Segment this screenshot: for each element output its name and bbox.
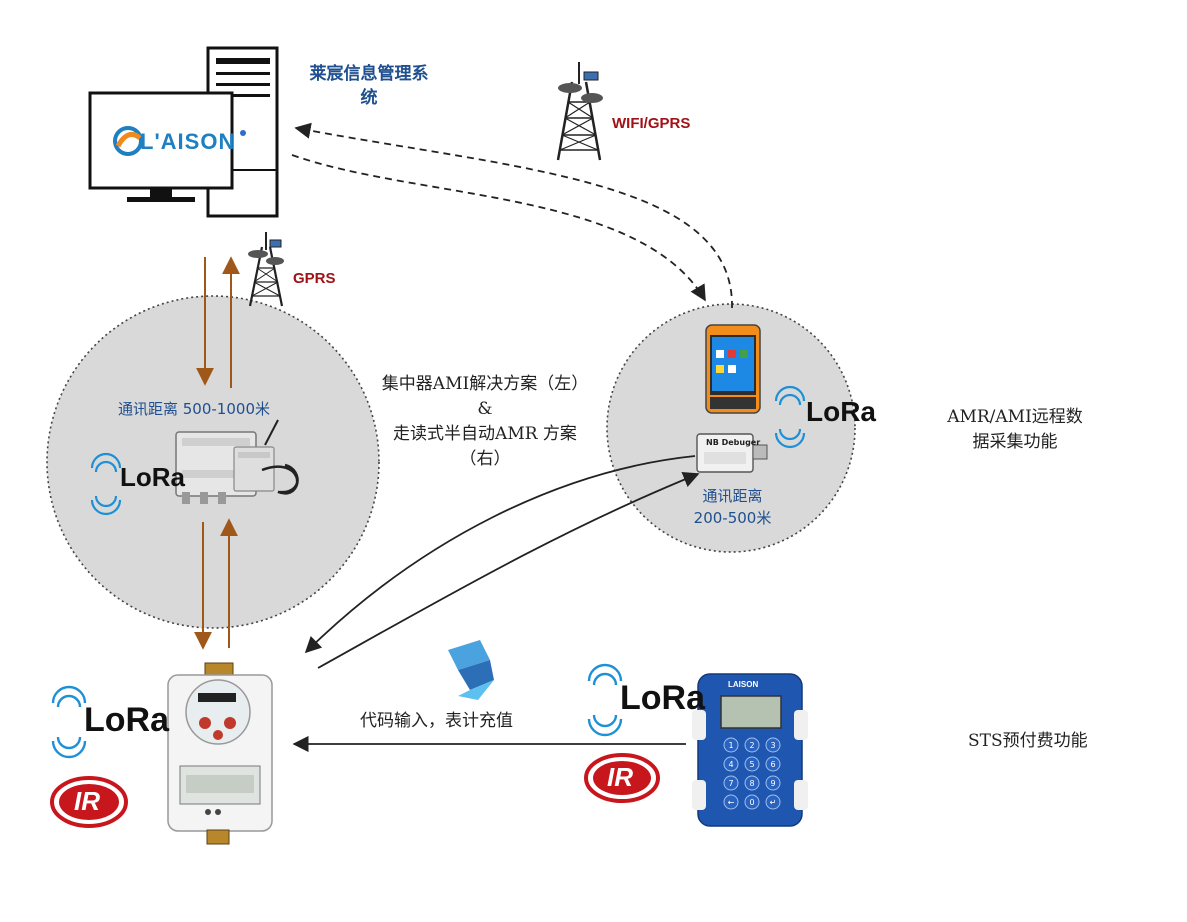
lora-wave-icon (90, 452, 122, 516)
solution-line3: 走读式半自动AMR 方案 (393, 424, 577, 444)
keypad-key (723, 756, 739, 772)
dashed-arrow-to-server (294, 122, 733, 309)
keypad-key-label: ↵ (770, 798, 777, 807)
water-meter-icon (167, 662, 273, 845)
lora-label-meter: LoRa (84, 701, 169, 739)
system-title-line1: 莱宸信息管理系 (309, 64, 429, 84)
system-title: 莱宸信息管理系 统 (285, 62, 453, 110)
keypad-key (723, 737, 739, 753)
meter-to-debugger-arrow (317, 471, 700, 669)
wifi-gprs-tower-icon (556, 62, 603, 161)
ir-label-keypad: IR (607, 762, 633, 792)
debugger-to-meter-arrow (304, 455, 696, 654)
handheld-terminal-icon (705, 324, 761, 414)
brand-logo-text: L'AISON (140, 129, 236, 154)
nb-debugger-device-icon (696, 433, 768, 473)
keypad-key-label: 2 (749, 741, 754, 750)
keypad-key (744, 756, 760, 772)
keypad-key-label: ← (728, 798, 735, 807)
sts-feature-label: STS预付费功能 (968, 731, 1088, 751)
ir-label-meter: IR (74, 786, 100, 816)
lora-wave-icon (51, 685, 87, 759)
keypad-key (723, 775, 739, 791)
lora-wave-icon (774, 385, 806, 449)
keypad-key (765, 775, 781, 791)
handheld-distance-line2: 200-500米 (693, 509, 772, 527)
keypad-key-label: 9 (770, 779, 775, 788)
concentrator-device-icon (175, 419, 299, 504)
lora-label-keypad: LoRa (620, 679, 705, 717)
laison-logo-icon (113, 126, 143, 156)
handheld-distance-line1: 通讯距离 (702, 487, 763, 505)
solution-line1: 集中器AMI解决方案（左） (381, 374, 589, 394)
debugger-label: NB Debuger (706, 438, 761, 447)
keypad-key-label: 3 (770, 741, 775, 750)
ir-badge-icon (584, 753, 660, 803)
keypad-key (744, 794, 760, 810)
handheld-zone-circle (606, 303, 856, 553)
keypad-key-label: 5 (749, 760, 754, 769)
keypad-key-label: 0 (749, 798, 754, 807)
keypad-key-label: 8 (749, 779, 754, 788)
keypad-key (744, 775, 760, 791)
amr-feature-line1: AMR/AMI远程数 (947, 407, 1083, 427)
wifi-gprs-label: WIFI/GPRS (612, 115, 691, 132)
solution-line2: & (477, 399, 493, 419)
lora-wave-icon (587, 663, 623, 737)
concentrator-distance-label: 通讯距离 500-1000米 (118, 400, 270, 418)
gprs-tower-icon (248, 232, 284, 307)
keypad-brand: LAISON (728, 680, 759, 689)
amr-ami-feature-label: AMR/AMI远程数 据采集功能 (940, 405, 1090, 455)
keypad-key-label: 6 (770, 760, 775, 769)
gprs-label: GPRS (293, 270, 336, 287)
keypad-key-label: 4 (728, 760, 733, 769)
solution-line4: （右） (459, 449, 511, 469)
system-title-line2: 统 (360, 88, 378, 108)
keypad-key (744, 737, 760, 753)
keypad-key-grid: 1 2 3 4 5 6 7 8 9 ← 0 ↵ (723, 737, 781, 810)
dashed-arrow-to-handheld (291, 154, 706, 302)
keypad-key (765, 756, 781, 772)
handheld-distance-label: 通讯距离 200-500米 (680, 485, 785, 529)
keypad-key (765, 737, 781, 753)
keypad-key-label: 1 (728, 741, 733, 750)
simplicity-logo-icon (448, 640, 494, 700)
keypad-key-label: 7 (728, 779, 733, 788)
lora-label-concentrator: LoRa (120, 462, 185, 492)
keypad-key (765, 794, 781, 810)
lora-label-handheld: LoRa (806, 396, 876, 427)
keypad-key (723, 794, 739, 810)
code-input-label: 代码输入，表计充值 (360, 711, 513, 731)
amr-feature-line2: 据采集功能 (972, 432, 1058, 452)
ir-badge-icon (50, 776, 128, 828)
solution-description: 集中器AMI解决方案（左） & 走读式半自动AMR 方案 （右） (350, 372, 620, 472)
